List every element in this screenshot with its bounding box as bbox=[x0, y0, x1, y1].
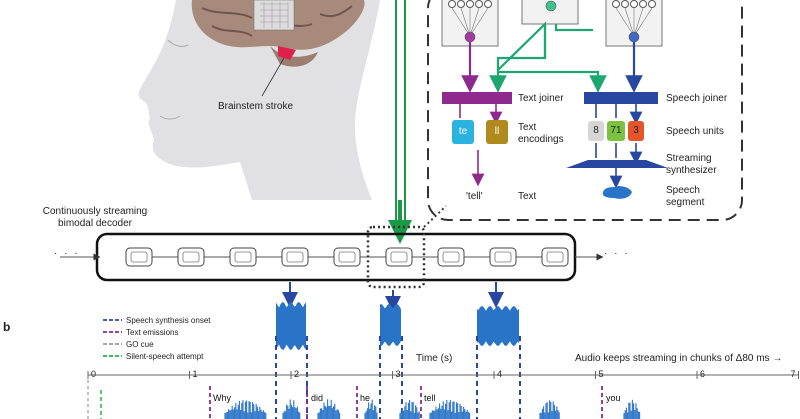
decoder-cell bbox=[385, 247, 413, 267]
text-emission-markers bbox=[209, 386, 603, 419]
text-token-te: te bbox=[452, 120, 474, 144]
brain-illustration bbox=[191, 0, 365, 67]
audio-segment bbox=[380, 304, 401, 346]
word-did: did bbox=[311, 393, 324, 403]
decoder-cells bbox=[125, 247, 569, 267]
word-he: he bbox=[360, 393, 371, 403]
time-tick-label: 4 bbox=[497, 369, 503, 379]
speech-segment-waveform bbox=[602, 186, 632, 199]
synthesizer-label-line1: Streaming bbox=[666, 153, 712, 164]
audio-burst bbox=[399, 399, 420, 419]
legend-speech-onset: Speech synthesis onset bbox=[126, 316, 211, 325]
speech-unit-1: 8 bbox=[588, 121, 604, 141]
streaming-note: Audio keeps streaming in chunks of Δ80 m… bbox=[575, 353, 783, 364]
time-tick-label: 7 bbox=[790, 369, 796, 379]
audio-burst bbox=[364, 399, 378, 419]
time-tick-label: 1 bbox=[192, 369, 198, 379]
legend-go-cue: GO cue bbox=[126, 340, 154, 349]
decoder-title-line2: bimodal decoder bbox=[58, 218, 132, 229]
decoder-cell bbox=[437, 247, 465, 267]
speech-unit-3: 3 bbox=[628, 121, 644, 141]
word-you: you bbox=[606, 393, 621, 403]
time-tick-label: 5 bbox=[598, 369, 604, 379]
decoder-cell bbox=[281, 247, 309, 267]
audio-burst bbox=[282, 399, 301, 419]
time-tick-label: 2 bbox=[294, 369, 300, 379]
signal-path bbox=[388, 0, 412, 244]
decoder-ellipsis-right: · · · bbox=[604, 248, 630, 259]
text-head-network-icon bbox=[441, 0, 499, 47]
speech-head-network-icon bbox=[605, 0, 663, 47]
legend-swatches bbox=[103, 319, 122, 357]
synthesizer-label-line2: synthesizer bbox=[666, 165, 717, 176]
audio-burst bbox=[317, 399, 341, 419]
audio-burst bbox=[539, 400, 560, 419]
text-encodings-line1: Text bbox=[518, 122, 537, 133]
text-output-label: Text bbox=[518, 191, 537, 202]
text-token-ll: ll bbox=[486, 120, 508, 144]
speech-unit-2: 71 bbox=[607, 121, 625, 141]
speech-joiner-label: Speech joiner bbox=[666, 93, 728, 104]
speech-segment-line1: Speech bbox=[666, 185, 700, 196]
streaming-audio-waveform bbox=[224, 399, 641, 419]
decoder-cell bbox=[333, 247, 361, 267]
text-encodings-line2: encodings bbox=[518, 134, 564, 145]
legend-silent-attempt: Silent-speech attempt bbox=[126, 352, 204, 361]
decoder-cell bbox=[177, 247, 205, 267]
detail-panel bbox=[427, 0, 743, 221]
speech-units-label: Speech units bbox=[666, 126, 724, 137]
time-axis-label: Time (s) bbox=[416, 353, 453, 364]
decoded-audio-segments bbox=[276, 302, 519, 350]
output-text-word: 'tell' bbox=[466, 191, 483, 202]
streaming-synthesizer-shape bbox=[566, 160, 668, 168]
time-axis-ticks bbox=[87, 371, 799, 379]
audio-burst bbox=[429, 400, 471, 419]
time-tick-label: 6 bbox=[700, 369, 706, 379]
text-joiner-label: Text joiner bbox=[518, 93, 564, 104]
decoder-cell bbox=[229, 247, 257, 267]
lesion-leader-line bbox=[261, 57, 285, 97]
shared-path bbox=[496, 21, 547, 73]
shared-network-icon bbox=[521, 0, 579, 25]
legend-text-emissions: Text emissions bbox=[126, 328, 179, 337]
audio-burst bbox=[623, 399, 641, 419]
time-tick-label: 3 bbox=[395, 369, 401, 379]
speech-segment-line2: segment bbox=[666, 197, 705, 208]
speech-joiner-bar bbox=[584, 92, 658, 104]
brainstem-stroke-label: Brainstem stroke bbox=[218, 101, 294, 112]
audio-segment bbox=[276, 302, 306, 350]
audio-burst bbox=[224, 400, 267, 419]
panel-b-label: b bbox=[3, 320, 11, 334]
time-tick-label: 0 bbox=[91, 369, 97, 379]
decoder-cell bbox=[541, 247, 569, 267]
decoder-cell bbox=[489, 247, 517, 267]
head-silhouette bbox=[138, 0, 380, 200]
word-tell: tell bbox=[424, 393, 436, 403]
decoder-ellipsis-left: · · · bbox=[54, 248, 80, 259]
audio-segment bbox=[477, 306, 519, 346]
decoder-cell bbox=[125, 247, 153, 267]
text-joiner-bar bbox=[442, 92, 512, 104]
word-why: Why bbox=[213, 393, 231, 403]
decoder-title-line1: Continuously streaming bbox=[42, 206, 148, 217]
